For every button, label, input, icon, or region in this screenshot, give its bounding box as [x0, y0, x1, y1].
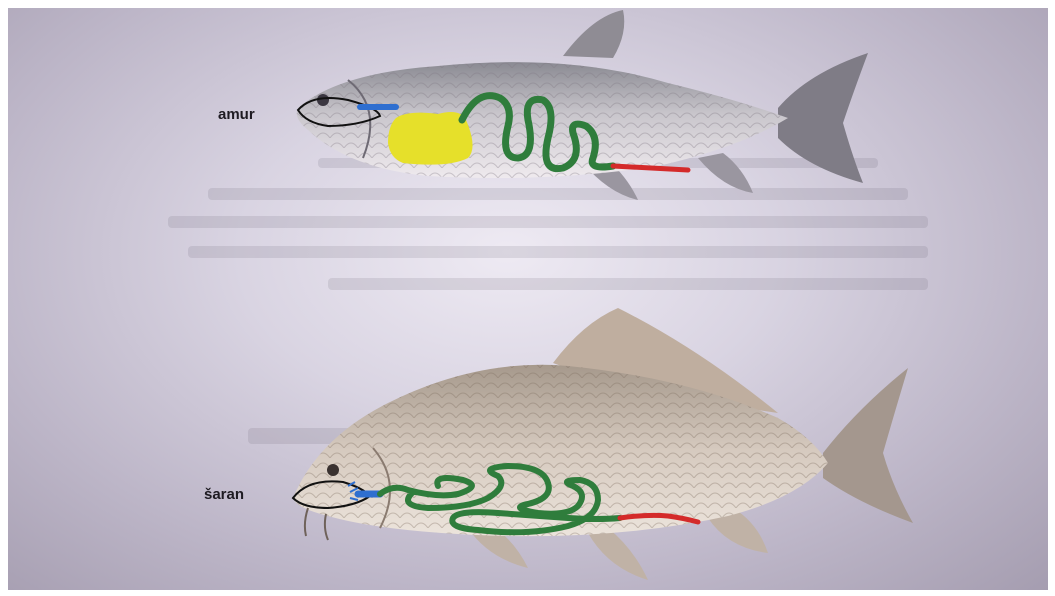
saran-pelvic-fin: [588, 528, 648, 580]
photo-frame: amur šaran: [8, 8, 1048, 590]
saran-tail: [823, 368, 913, 523]
amur-dorsal-fin: [563, 10, 624, 58]
saran-eye: [327, 464, 339, 476]
amur-label: amur: [218, 106, 255, 123]
saran-label: šaran: [204, 486, 244, 503]
amur-eye: [317, 94, 329, 106]
fish-illustration: [8, 8, 1048, 590]
saran-fish: [293, 308, 913, 580]
saran-barbel: [305, 508, 308, 536]
amur-fish: [297, 10, 868, 200]
